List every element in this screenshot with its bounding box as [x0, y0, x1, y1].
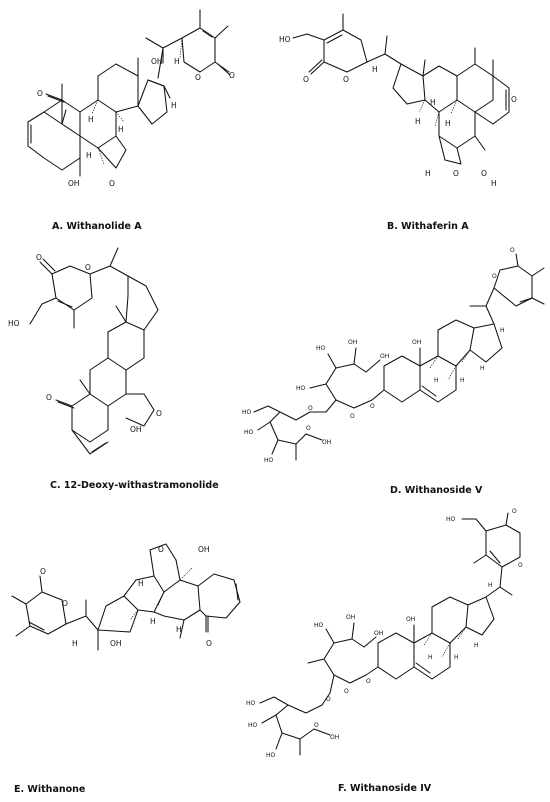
atom-label: O [306, 425, 311, 432]
atom-label: H [480, 365, 485, 372]
atom-label: O [518, 562, 523, 569]
atom-label: O [40, 567, 46, 576]
panel-b: HO O O H H H H O H O O H B. Withaferin A [275, 0, 550, 240]
atom-label: O [46, 393, 52, 402]
atom-label: O [453, 169, 459, 178]
structure-withanoside-v: O O H OH HO OH OH H H H HO O O O O HO HO… [242, 247, 545, 464]
atom-label: O [156, 409, 162, 418]
atom-label: OH [412, 339, 421, 346]
atom-label: HO [314, 622, 324, 629]
atom-label: HO [296, 385, 306, 392]
atom-label: HO [8, 319, 20, 328]
atom-label: O [481, 169, 487, 178]
atom-label: O [510, 247, 515, 254]
atom-label: HO [246, 700, 256, 707]
structure-withanoside-iv: HO O O H OH OH HO OH H H H O O O HO O HO… [246, 508, 523, 759]
atom-label: OH [130, 425, 142, 434]
atom-label: H [491, 179, 497, 188]
atom-label: O [344, 688, 349, 695]
atom-label: OH [330, 734, 339, 741]
atom-label: H [150, 617, 156, 626]
atom-label: H [500, 327, 505, 334]
atom-label: HO [316, 345, 326, 352]
atom-label: HO [446, 516, 456, 523]
caption-a: A. Withanolide A [52, 221, 142, 232]
atom-label: O [492, 273, 497, 280]
atom-label: O [350, 413, 355, 420]
panel-f: HO O O H OH OH HO OH H H H O O O HO O HO… [230, 505, 550, 798]
caption-e: E. Withanone [14, 784, 86, 795]
atom-label: OH [374, 630, 383, 637]
caption-b: B. Withaferin A [387, 221, 469, 232]
atom-label: O [158, 545, 164, 554]
atom-label: H [415, 117, 421, 126]
atom-label: HO [266, 752, 276, 759]
atom-label: OH [110, 639, 122, 648]
atom-label: OH [198, 545, 210, 554]
atom-label: HO [264, 457, 274, 464]
atom-label: O [195, 73, 201, 82]
atom-label: OH [348, 339, 357, 346]
panel-a: OH O O H H H O H H OH O A. Withanolide A [0, 0, 275, 240]
atom-label: O [206, 639, 212, 648]
atom-label: H [138, 579, 144, 588]
atom-label: H [174, 57, 180, 66]
atom-label: OH [406, 616, 415, 623]
atom-label: O [326, 696, 331, 703]
atom-label: OH [322, 439, 331, 446]
structure-withanone: O OH H H H O O O H OH [11, 543, 241, 651]
panel-e: O OH H H H O O O H OH E. Withanone [0, 520, 275, 798]
atom-label: H [488, 582, 493, 589]
atom-label: O [314, 722, 319, 729]
atom-label: H [86, 151, 92, 160]
caption-d: D. Withanoside V [390, 485, 483, 496]
atom-label: O [37, 89, 43, 98]
atom-label: H [434, 377, 439, 384]
atom-label: H [176, 625, 182, 634]
atom-label: O [511, 95, 517, 104]
atom-label: OH [68, 179, 80, 188]
atom-label: O [62, 599, 68, 608]
atom-label: O [343, 75, 349, 84]
atom-label: O [308, 405, 313, 412]
panel-c: O O HO O O OH C. 12-Deoxy-withastramonol… [0, 240, 275, 505]
atom-label: HO [242, 409, 252, 416]
atom-label: H [454, 654, 459, 661]
atom-label: HO [244, 429, 254, 436]
atom-label: O [36, 253, 42, 262]
atom-label: H [428, 654, 433, 661]
atom-label: OH [346, 614, 355, 621]
caption-f: F. Withanoside IV [338, 783, 432, 794]
structure-withaferin-a: HO O O H H H H O H O O H [279, 13, 517, 188]
atom-label: H [474, 642, 479, 649]
atom-label: O [366, 678, 371, 685]
atom-label: H [171, 101, 177, 110]
atom-label: H [425, 169, 431, 178]
atom-label: O [229, 71, 235, 80]
atom-label: H [445, 119, 451, 128]
structure-withanolide-a: OH O O H H H O H H OH O [27, 9, 235, 188]
atom-label: O [85, 263, 91, 272]
atom-label: O [370, 403, 375, 410]
atom-label: H [430, 98, 436, 107]
panel-d: O O H OH HO OH OH H H H HO O O O O HO HO… [230, 240, 550, 505]
atom-label: OH [380, 353, 389, 360]
caption-c: C. 12-Deoxy-withastramonolide [50, 480, 219, 491]
atom-label: H [460, 377, 465, 384]
atom-label: H [88, 115, 94, 124]
atom-label: HO [279, 35, 291, 44]
atom-label: OH [151, 57, 163, 66]
atom-label: O [109, 179, 115, 188]
atom-label: H [372, 65, 378, 74]
atom-label: O [303, 75, 309, 84]
atom-label: HO [248, 722, 258, 729]
atom-label: H [118, 125, 124, 134]
atom-label: O [512, 508, 517, 515]
atom-label: H [72, 639, 78, 648]
structure-12-deoxy-withastramonolide: O O HO O O OH [8, 247, 162, 455]
